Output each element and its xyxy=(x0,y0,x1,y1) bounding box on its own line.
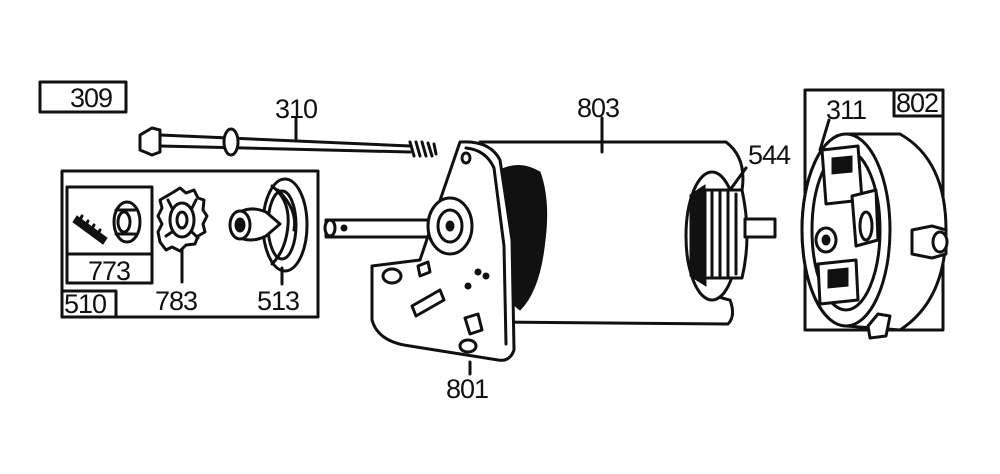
part-513-label: 513 xyxy=(257,286,299,316)
part-309-callout: 309 xyxy=(38,80,128,114)
part-773-label: 773 xyxy=(88,256,130,286)
part-310-label: 310 xyxy=(275,94,317,124)
part-510-label: 510 xyxy=(64,289,106,319)
pin-clip-773 xyxy=(72,200,142,245)
pinion-gear-783 xyxy=(156,186,209,284)
commutator-end-cap-802: 802 311 xyxy=(800,88,949,340)
part-783-label: 783 xyxy=(155,286,197,316)
part-309-label: 309 xyxy=(70,83,112,113)
drive-assembly-513 xyxy=(228,177,309,286)
part-803-label: 803 xyxy=(577,93,619,123)
part-311-label: 311 xyxy=(826,95,866,125)
part-801-label: 801 xyxy=(446,374,488,404)
part-802-label: 802 xyxy=(896,88,938,118)
drive-end-plate-801: 801 xyxy=(370,140,516,404)
armature-544: 544 xyxy=(703,140,792,280)
kit-510-box: 773 510 783 513 xyxy=(60,169,320,319)
motor-housing-803: 803 xyxy=(478,93,745,326)
part-544-label: 544 xyxy=(748,140,791,170)
through-bolt-310: 310 xyxy=(138,94,438,158)
armature-shaft xyxy=(323,218,438,239)
